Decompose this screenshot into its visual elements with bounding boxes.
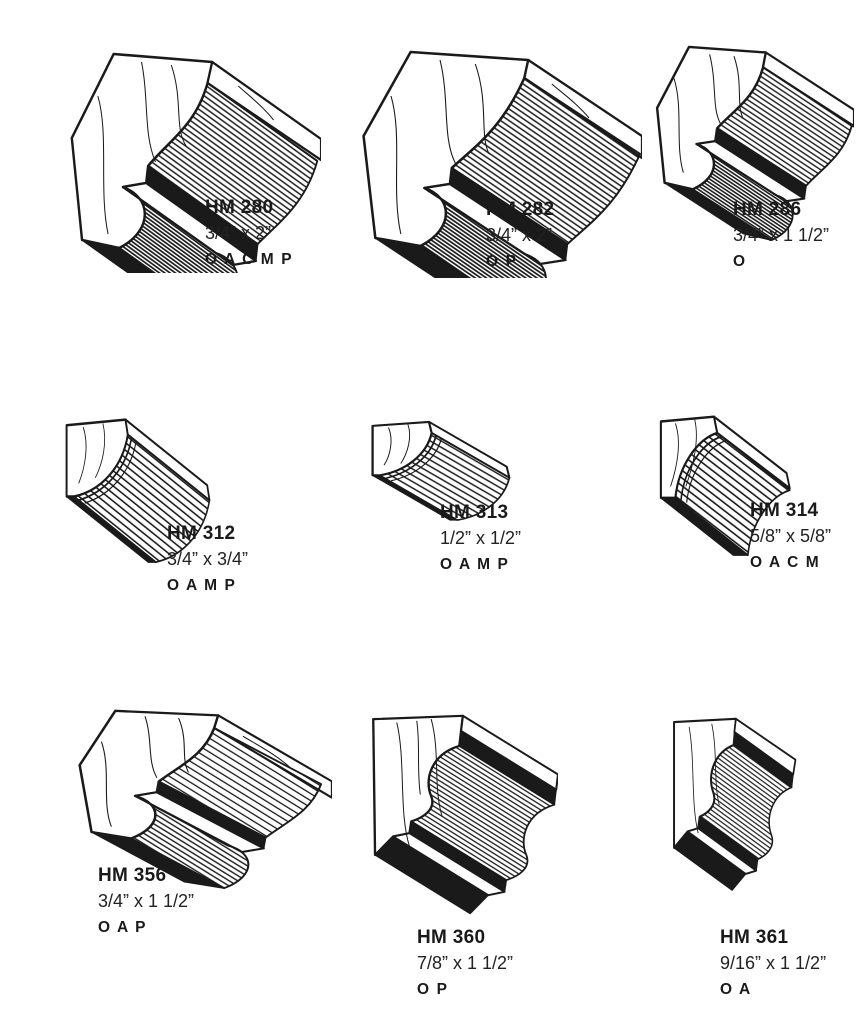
wood-availability-codes: O P [486,253,518,270]
wood-availability-codes: O A M P [440,556,510,573]
product-size: 3/4” x 1 1/2” [733,225,830,245]
moulding-drawing-hm-282 [362,50,642,278]
product-code: HM 314 [750,500,819,521]
catalog-entry-hm-314: HM 314 5/8” x 5/8” O A C M [750,501,831,571]
catalog-entry-hm-313: HM 313 1/2” x 1/2” O A M P [440,503,521,573]
moulding-drawing-hm-360 [372,714,558,915]
product-code: HM 280 [205,197,274,218]
catalog-entry-hm-282: HM 282 3/4” x 2” O P [486,200,554,270]
product-size: 3/4” x 1 1/2” [98,891,195,911]
moulding-drawing-hm-314 [659,415,791,557]
wood-availability-codes: O P [417,981,449,998]
product-size: 1/2” x 1/2” [440,528,522,548]
product-size: 3/4” x 3/4” [167,549,249,569]
product-size: 3/4” x 2” [205,223,272,243]
product-size: 7/8” x 1 1/2” [417,953,514,973]
moulding-drawing-hm-312 [65,418,211,564]
moulding-drawing-hm-356 [78,709,332,890]
product-code: HM 356 [98,865,167,886]
moulding-drawing-hm-313 [371,420,511,521]
wood-availability-codes: O [733,253,747,270]
product-code: HM 313 [440,502,509,523]
catalog-entry-hm-280: HM 280 3/4” x 2” O A C M P [205,198,293,268]
catalog-entry-hm-360: HM 360 7/8” x 1 1/2” O P [417,928,513,998]
product-size: 3/4” x 2” [486,225,553,245]
product-code: HM 312 [167,523,236,544]
catalog-entry-hm-361: HM 361 9/16” x 1 1/2” O A [720,928,826,998]
wood-availability-codes: O A M P [167,577,237,594]
catalog-entry-hm-286: HM 286 3/4” x 1 1/2” O [733,200,829,270]
wood-availability-codes: O A [720,981,752,998]
moulding-drawing-hm-286 [655,45,854,242]
catalog-entry-hm-312: HM 312 3/4” x 3/4” O A M P [167,524,248,594]
product-code: HM 361 [720,927,789,948]
product-size: 9/16” x 1 1/2” [720,953,827,973]
moulding-drawing-hm-361 [673,717,797,891]
moulding-drawing-hm-280 [70,52,321,273]
catalog-entry-hm-356: HM 356 3/4” x 1 1/2” O A P [98,866,194,936]
product-code: HM 360 [417,927,486,948]
wood-availability-codes: O A C M P [205,251,294,268]
product-code: HM 282 [486,199,555,220]
wood-availability-codes: O A C M [750,554,821,571]
wood-availability-codes: O A P [98,919,148,936]
product-size: 5/8” x 5/8” [750,526,832,546]
product-code: HM 286 [733,199,802,220]
